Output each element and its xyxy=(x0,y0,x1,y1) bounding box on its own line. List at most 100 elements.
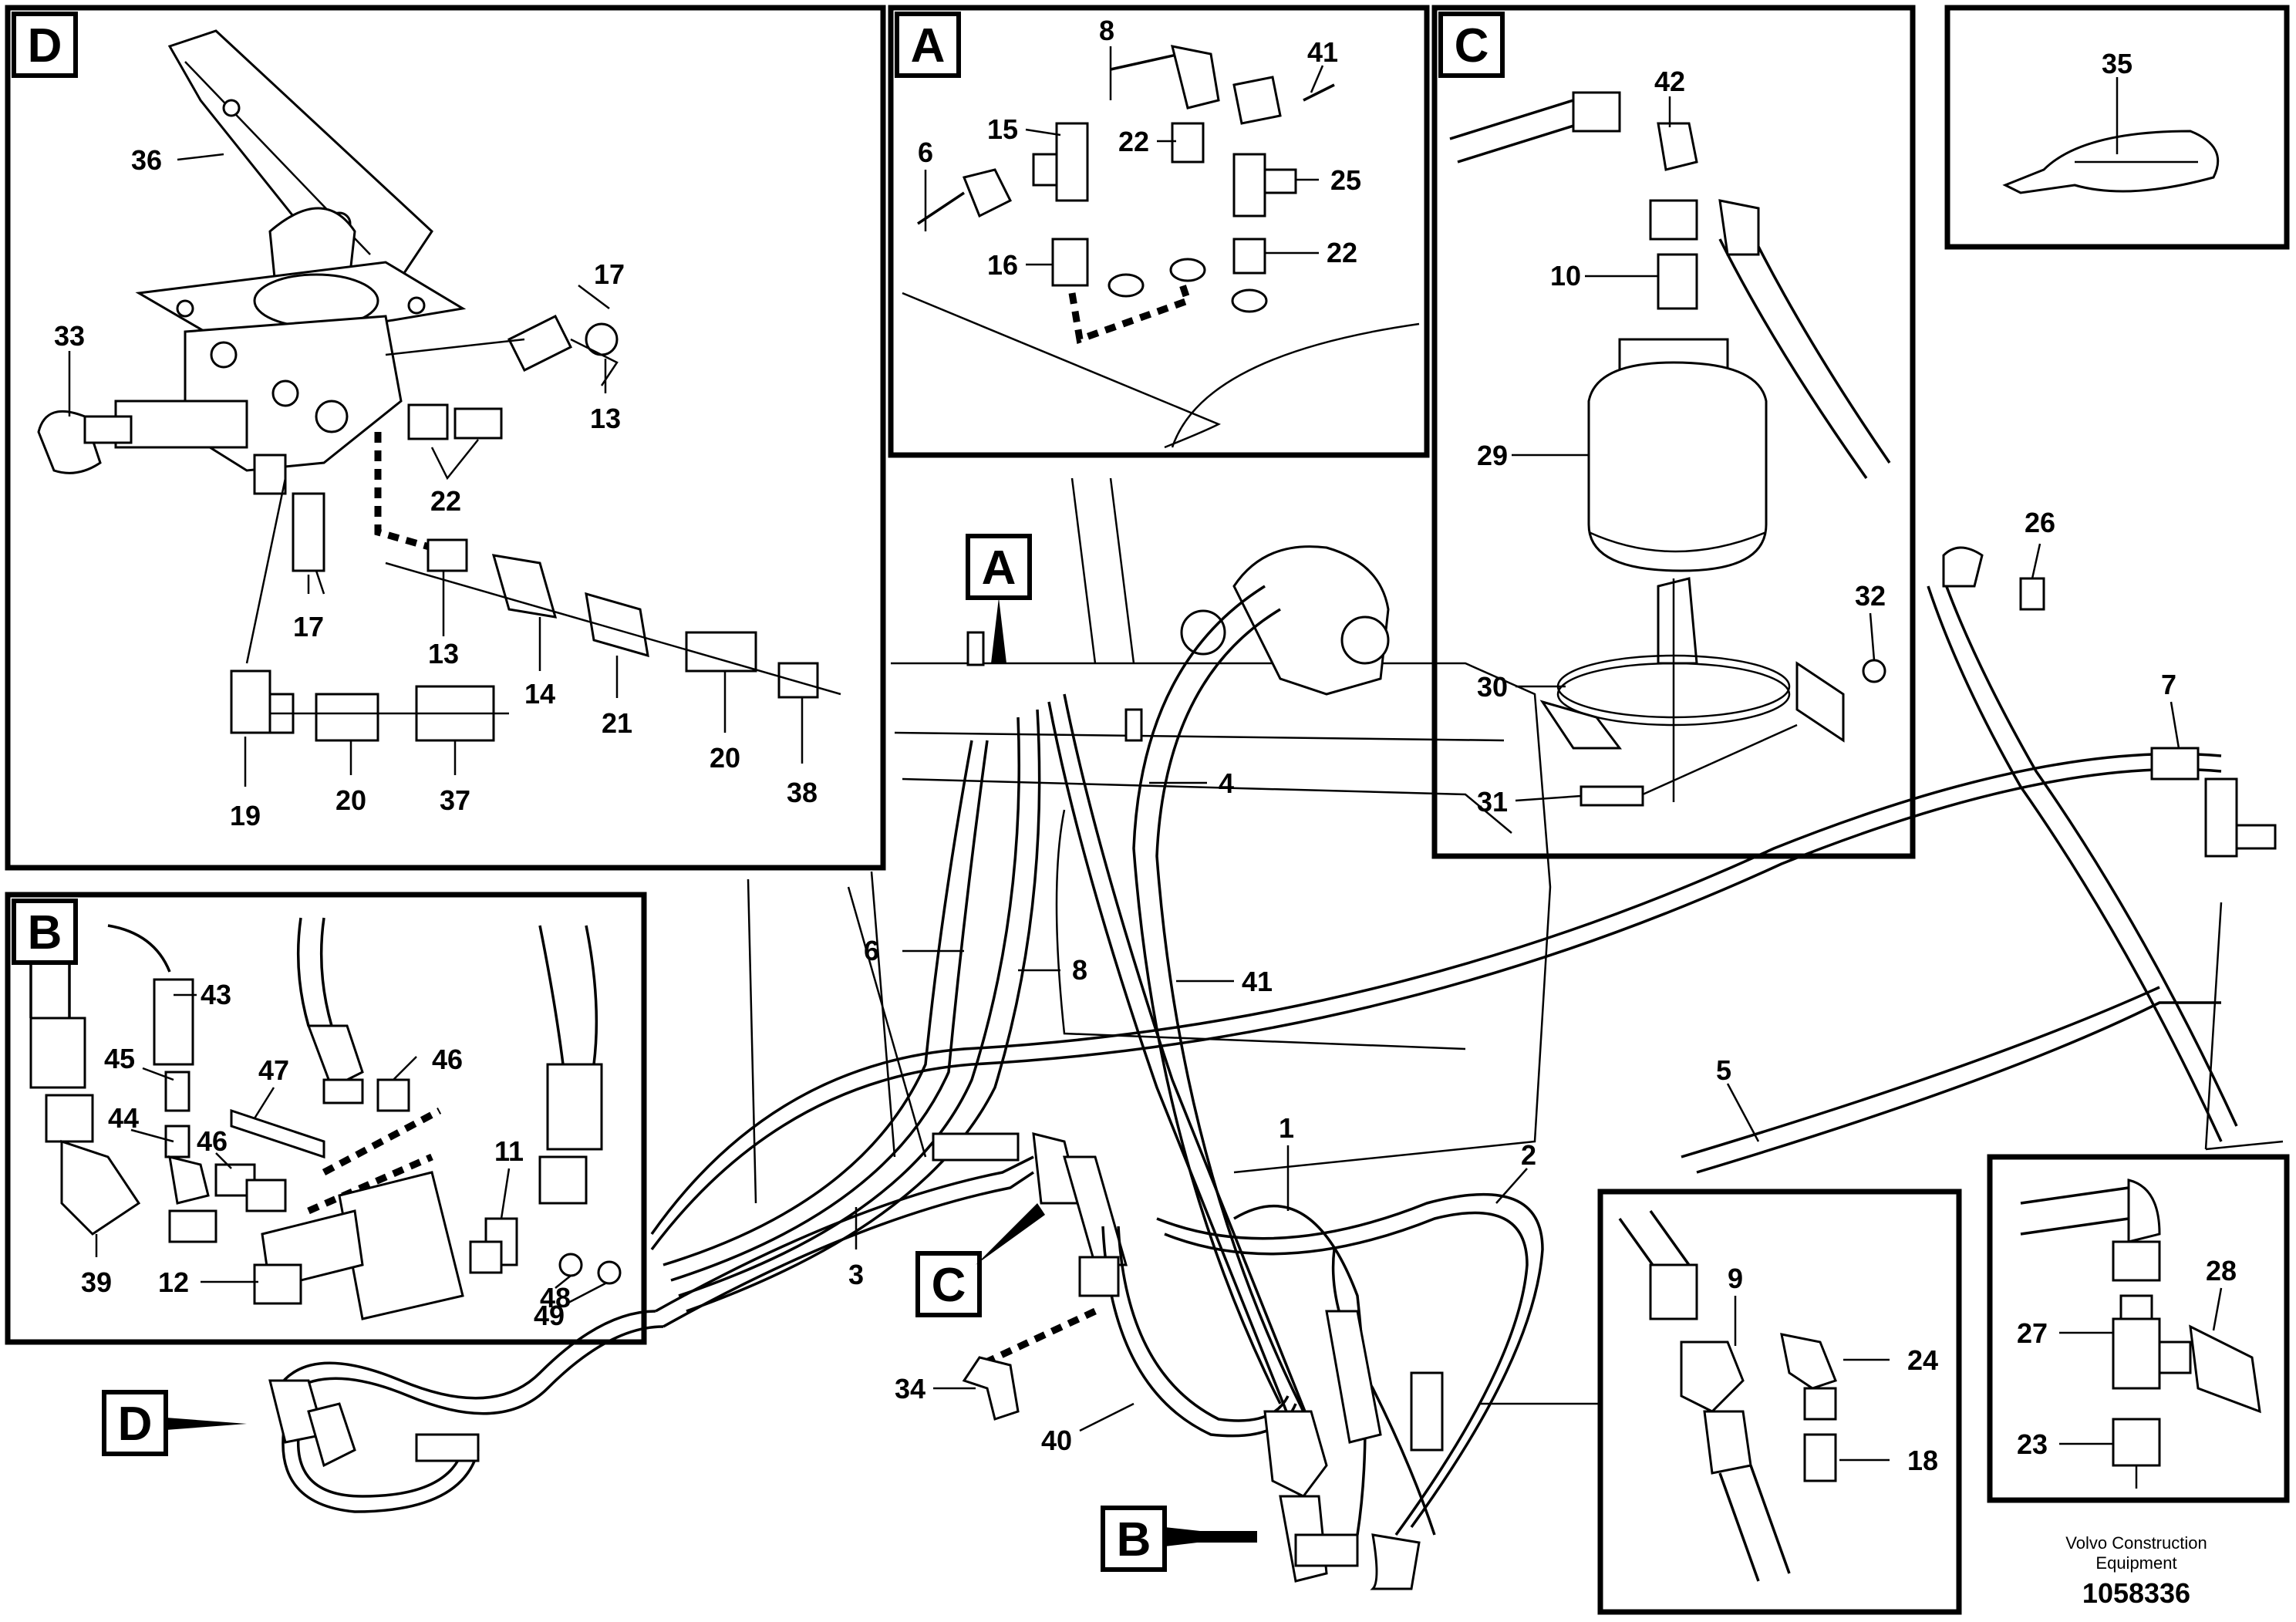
svg-text:A: A xyxy=(982,541,1017,595)
detail-9-drawing xyxy=(1618,1209,1837,1582)
labels-panel-B: 43 45 47 46 44 46 11 39 12 48 49 xyxy=(81,979,606,1331)
label-part-13: 13 xyxy=(428,638,459,669)
label-part-23: 23 xyxy=(2017,1428,2048,1460)
label-part-8: 8 xyxy=(1072,954,1087,986)
panel-B-drawing xyxy=(29,917,622,1320)
callout-B: B xyxy=(1101,1506,1257,1572)
panel-D-drawing xyxy=(37,29,841,742)
panel-35-drawing xyxy=(2002,130,2220,194)
label-part-22: 22 xyxy=(1118,126,1149,157)
label-part-48: 48 xyxy=(540,1282,571,1313)
label-part-8: 8 xyxy=(1099,15,1114,46)
main-assembly xyxy=(268,477,2277,1590)
label-part-29: 29 xyxy=(1477,440,1508,471)
label-part-46: 46 xyxy=(197,1125,228,1157)
label-part-9: 9 xyxy=(1728,1263,1743,1294)
label-part-6: 6 xyxy=(918,137,933,168)
footer: Volvo Construction Equipment 1058336 xyxy=(2065,1533,2207,1609)
label-part-11: 11 xyxy=(494,1135,524,1167)
drawing-number: 1058336 xyxy=(2082,1577,2190,1609)
label-part-1: 1 xyxy=(1279,1112,1294,1144)
label-part-4: 4 xyxy=(1219,767,1234,799)
label-part-20: 20 xyxy=(710,742,740,774)
label-part-43: 43 xyxy=(201,979,231,1010)
label-part-31: 31 xyxy=(1477,786,1508,818)
callout-C: C xyxy=(915,1203,1045,1317)
panel-A-frame xyxy=(888,5,1430,458)
label-part-17: 17 xyxy=(594,258,625,290)
label-part-3: 3 xyxy=(848,1259,864,1290)
label-part-33: 33 xyxy=(54,320,85,352)
panel-35-frame xyxy=(1944,5,2290,250)
label-part-2: 2 xyxy=(1521,1139,1536,1171)
panel-D-frame xyxy=(5,5,886,871)
label-part-32: 32 xyxy=(1855,580,1886,612)
svg-text:C: C xyxy=(932,1259,966,1312)
svg-text:A: A xyxy=(911,19,946,73)
label-part-26: 26 xyxy=(2025,507,2055,538)
brand-line-2: Equipment xyxy=(2095,1553,2176,1573)
label-part-7: 7 xyxy=(2161,669,2176,700)
label-part-6: 6 xyxy=(864,935,879,966)
label-part-36: 36 xyxy=(131,144,162,176)
svg-text:D: D xyxy=(118,1398,153,1451)
panel-letter-A: A xyxy=(895,12,961,78)
label-part-21: 21 xyxy=(602,707,632,739)
label-part-38: 38 xyxy=(787,777,818,808)
label-part-30: 30 xyxy=(1477,671,1508,703)
svg-text:B: B xyxy=(28,906,62,959)
label-part-40: 40 xyxy=(1041,1425,1072,1456)
label-part-19: 19 xyxy=(230,800,261,831)
label-part-12: 12 xyxy=(158,1266,189,1298)
brand-line-1: Volvo Construction xyxy=(2065,1533,2207,1553)
panel-letter-C: C xyxy=(1438,12,1505,78)
labels-main: 26 7 6 8 4 41 5 1 2 3 34 40 xyxy=(848,507,2180,1456)
svg-text:B: B xyxy=(1117,1513,1151,1566)
svg-text:C: C xyxy=(1455,19,1489,73)
label-part-10: 10 xyxy=(1550,260,1581,292)
label-part-20: 20 xyxy=(335,784,366,816)
labels-panel-D: 36 17 33 13 22 17 13 14 21 20 38 19 20 3… xyxy=(54,144,818,831)
label-part-13: 13 xyxy=(590,403,621,434)
panel-letter-B: B xyxy=(12,899,78,965)
label-part-5: 5 xyxy=(1716,1054,1731,1086)
labels-detail-28: 28 27 23 xyxy=(2017,1255,2237,1460)
label-part-17: 17 xyxy=(293,611,324,642)
label-part-18: 18 xyxy=(1907,1445,1938,1476)
label-part-47: 47 xyxy=(258,1054,289,1086)
panel-A-drawing xyxy=(902,45,1420,449)
label-part-35: 35 xyxy=(2102,48,2132,79)
label-part-41: 41 xyxy=(1242,966,1273,997)
panel-letter-D: D xyxy=(12,12,78,78)
labels-panel-A: 8 41 15 6 22 25 16 22 xyxy=(918,15,1361,281)
label-part-22: 22 xyxy=(430,485,461,517)
label-part-14: 14 xyxy=(524,678,555,710)
label-part-42: 42 xyxy=(1654,66,1685,97)
label-part-28: 28 xyxy=(2206,1255,2237,1286)
label-part-24: 24 xyxy=(1907,1344,1938,1376)
label-part-45: 45 xyxy=(104,1043,135,1074)
detail-28-drawing xyxy=(2020,1179,2261,1489)
pointer-line-right xyxy=(2204,902,2223,1150)
panel-B-frame xyxy=(5,892,647,1345)
labels-detail-9: 9 24 18 xyxy=(1728,1263,1938,1476)
label-part-39: 39 xyxy=(81,1266,112,1298)
label-part-49: 49 xyxy=(534,1300,565,1331)
label-part-15: 15 xyxy=(987,113,1018,145)
callout-D: D xyxy=(102,1390,247,1456)
svg-text:D: D xyxy=(28,19,62,73)
panel-C-frame xyxy=(1431,5,1916,859)
label-part-44: 44 xyxy=(108,1102,139,1134)
label-part-27: 27 xyxy=(2017,1317,2048,1349)
labels-panel-35: 35 xyxy=(2102,48,2132,154)
labels-panel-C: 42 10 29 32 30 31 xyxy=(1477,66,1886,818)
detail-28-frame xyxy=(1987,1154,2290,1503)
label-part-25: 25 xyxy=(1330,164,1361,196)
callout-A: A xyxy=(966,534,1032,663)
label-part-34: 34 xyxy=(895,1373,925,1404)
panel-C-drawing xyxy=(1449,91,1891,807)
label-part-41: 41 xyxy=(1307,36,1338,68)
label-part-22: 22 xyxy=(1327,237,1357,268)
label-part-46: 46 xyxy=(432,1044,463,1075)
